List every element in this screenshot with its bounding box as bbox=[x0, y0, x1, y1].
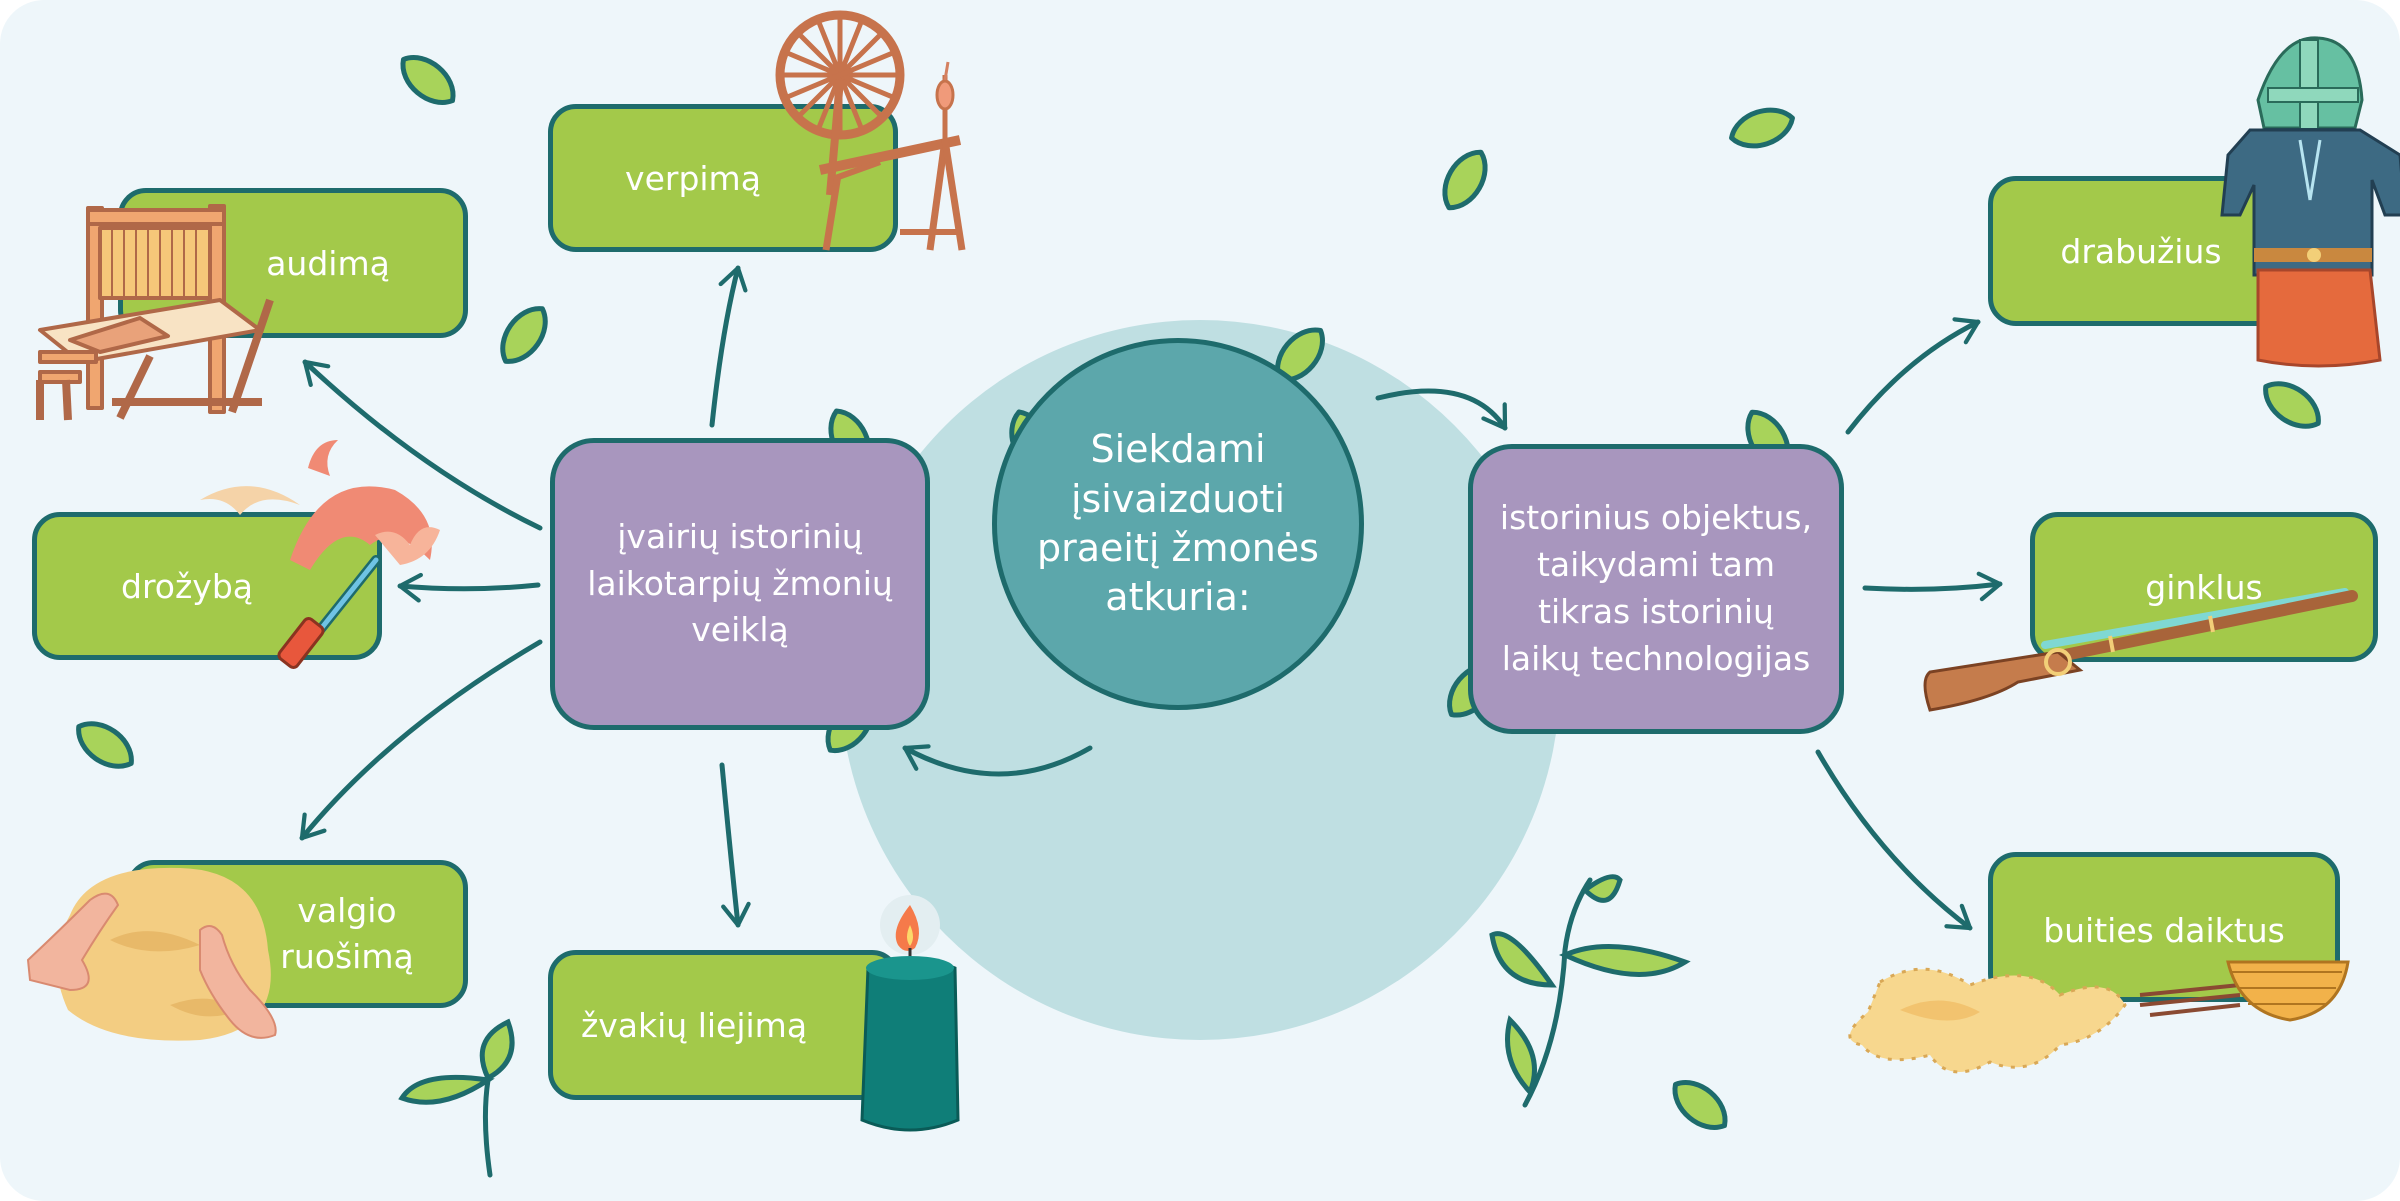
arrow-to-zvakiu bbox=[719, 762, 751, 928]
arrow-to-buities bbox=[1815, 749, 1973, 931]
right-hub-text: istorinius objektus, taikydami tam tikra… bbox=[1499, 498, 1813, 678]
spinning-wheel-icon bbox=[775, 10, 966, 251]
left-hub: įvairių istorinių laikotarpių žmonių vei… bbox=[550, 438, 930, 730]
arrow-to-drabuzius bbox=[1845, 317, 1981, 435]
item-drabuzius-label: drabužius bbox=[2060, 231, 2222, 271]
left-hub-text: įvairių istorinių laikotarpių žmonių vei… bbox=[587, 516, 893, 650]
arrow-center-to-right bbox=[1375, 388, 1508, 431]
item-drozyba-label: drožybą bbox=[121, 566, 253, 606]
item-valgio-label: valgio ruošimą bbox=[280, 891, 414, 976]
item-buities-label: buities daiktus bbox=[2043, 911, 2285, 950]
item-buities: buities daiktus bbox=[1988, 852, 2340, 1002]
fur-hide-basket-icon bbox=[1848, 960, 2350, 1074]
item-verpima-label: verpimą bbox=[625, 158, 761, 198]
item-zvakiu: žvakių liejimą bbox=[548, 950, 900, 1100]
central-node: Siekdami įsivaizduoti praeitį žmonės atk… bbox=[992, 338, 1364, 710]
arrow-to-ginklus bbox=[1862, 571, 2003, 602]
sprout-icon bbox=[1489, 874, 1691, 1108]
right-hub: istorinius objektus, taikydami tam tikra… bbox=[1468, 444, 1844, 734]
item-ginklus-label: ginklus bbox=[2145, 567, 2263, 607]
arrow-to-verpima bbox=[709, 265, 748, 428]
item-audima-label: audimą bbox=[266, 243, 390, 283]
arrow-to-valgio bbox=[299, 639, 543, 841]
dough-hands-icon bbox=[26, 867, 277, 1041]
arrow-to-audima bbox=[302, 359, 543, 531]
musket-icon bbox=[1923, 588, 2358, 712]
arrow-center-to-left bbox=[902, 744, 1093, 777]
carving-chisel-icon bbox=[200, 440, 440, 669]
loom-icon bbox=[36, 204, 274, 421]
sprout-icon bbox=[398, 1018, 515, 1178]
arrow-to-drozyba bbox=[397, 572, 541, 603]
item-zvakiu-label: žvakių liejimą bbox=[580, 1005, 808, 1045]
central-node-text: Siekdami įsivaizduoti praeitį žmonės atk… bbox=[1037, 427, 1319, 620]
helmet-armor-icon bbox=[2220, 36, 2400, 368]
candle-icon bbox=[860, 895, 960, 1132]
